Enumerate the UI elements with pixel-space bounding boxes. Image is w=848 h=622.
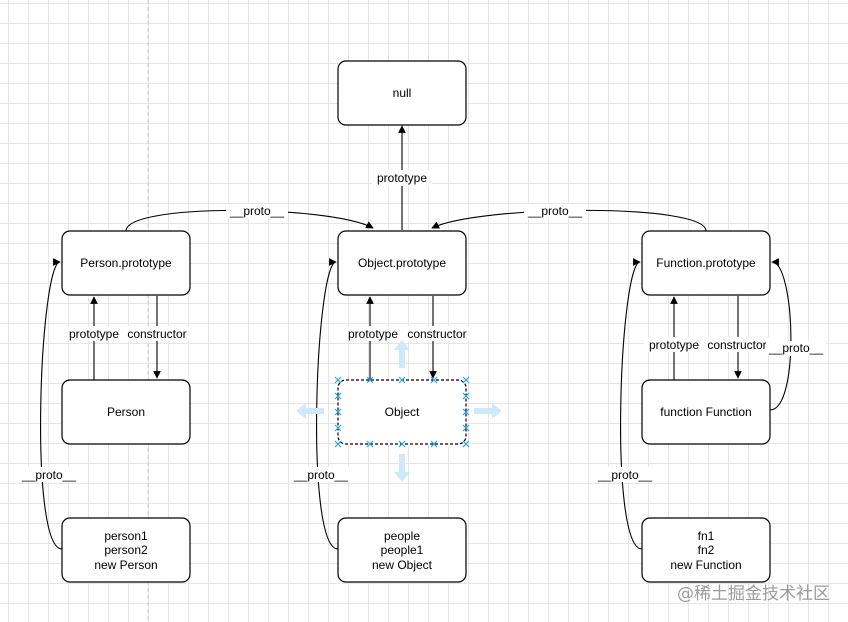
node-person[interactable]: Person [61, 379, 191, 445]
node-object-instances-line-3: new Object [372, 558, 433, 572]
node-person-instances-line-1: person1 [104, 529, 148, 543]
node-function-instances-line-2: fn2 [698, 543, 715, 557]
node-function-prototype-label: Function.prototype [656, 256, 756, 270]
edge-label-function-proto-to-object-proto: __proto__ [527, 204, 582, 218]
guide-arrow-right [474, 403, 502, 419]
edge-object-instances-proto [316, 258, 339, 550]
node-function-instances-line-1: fn1 [698, 529, 715, 543]
node-function-function-label: function Function [660, 405, 751, 419]
node-function-instances-line-3: new Function [670, 558, 741, 572]
edge-label-function-constructor: constructor [707, 338, 766, 352]
node-object-instances[interactable]: people people1 new Object [337, 517, 467, 583]
resize-handle[interactable] [462, 392, 470, 400]
edge-label-person-constructor: constructor [127, 327, 186, 341]
resize-handle[interactable] [462, 424, 470, 432]
node-function-function[interactable]: function Function [641, 379, 771, 445]
resize-handle[interactable] [334, 440, 342, 448]
node-function-prototype[interactable]: Function.prototype [641, 230, 771, 296]
edge-label-object-to-null: prototype [377, 171, 427, 185]
node-null[interactable]: null [337, 60, 467, 126]
node-null-label: null [393, 86, 412, 100]
edge-label-function-prototype: prototype [649, 338, 699, 352]
resize-handle[interactable] [398, 440, 406, 448]
selection-handles[interactable] [334, 376, 470, 448]
node-person-prototype[interactable]: Person.prototype [61, 230, 191, 296]
node-person-instances[interactable]: person1 person2 new Person [61, 517, 191, 583]
node-object-prototype-label: Object.prototype [358, 256, 446, 270]
resize-handle[interactable] [462, 440, 470, 448]
guide-arrow-down [394, 454, 410, 482]
edge-label-object-prototype: prototype [348, 327, 398, 341]
node-function-instances[interactable]: fn1 fn2 new Function [641, 517, 771, 583]
guide-arrow-up [394, 340, 410, 368]
edge-function-self-proto [769, 258, 792, 411]
resize-handle[interactable] [462, 376, 470, 384]
edge-label-object-instances-proto: __proto__ [293, 468, 348, 482]
resize-handle[interactable] [334, 408, 342, 416]
node-person-prototype-label: Person.prototype [80, 256, 172, 270]
resize-handle[interactable] [430, 376, 438, 384]
selection-guides [296, 340, 502, 482]
guide-arrow-left [296, 403, 324, 419]
edge-label-person-proto-to-object-proto: __proto__ [229, 204, 284, 218]
edge-function-proto-to-object-proto [431, 209, 707, 232]
edge-label-function-self-proto: __proto__ [768, 341, 823, 355]
node-object-instances-line-2: people1 [381, 543, 424, 557]
node-person-label: Person [107, 405, 145, 419]
resize-handle[interactable] [366, 440, 374, 448]
edge-label-function-instances-proto: __proto__ [597, 468, 652, 482]
node-object-prototype[interactable]: Object.prototype [337, 230, 467, 296]
node-object-instances-line-1: people [384, 529, 420, 543]
edge-label-object-constructor: constructor [407, 327, 466, 341]
resize-handle[interactable] [462, 408, 470, 416]
resize-handle[interactable] [334, 424, 342, 432]
resize-handle[interactable] [398, 376, 406, 384]
edge-person-instances-proto [40, 258, 63, 550]
resize-handle[interactable] [366, 376, 374, 384]
resize-handle[interactable] [334, 392, 342, 400]
edge-function-instances-proto [620, 258, 643, 550]
node-person-instances-line-2: person2 [104, 543, 148, 557]
node-person-instances-line-3: new Person [94, 558, 157, 572]
edge-labels: prototype __proto__ __proto__ prototype … [18, 170, 826, 482]
resize-handle[interactable] [430, 440, 438, 448]
node-object-label: Object [385, 405, 420, 419]
edge-label-person-prototype: prototype [69, 327, 119, 341]
resize-handle[interactable] [334, 376, 342, 384]
edge-label-person-instances-proto: __proto__ [21, 468, 76, 482]
watermark: @稀土掘金技术社区 [677, 584, 830, 604]
node-object[interactable]: Object [337, 379, 467, 445]
